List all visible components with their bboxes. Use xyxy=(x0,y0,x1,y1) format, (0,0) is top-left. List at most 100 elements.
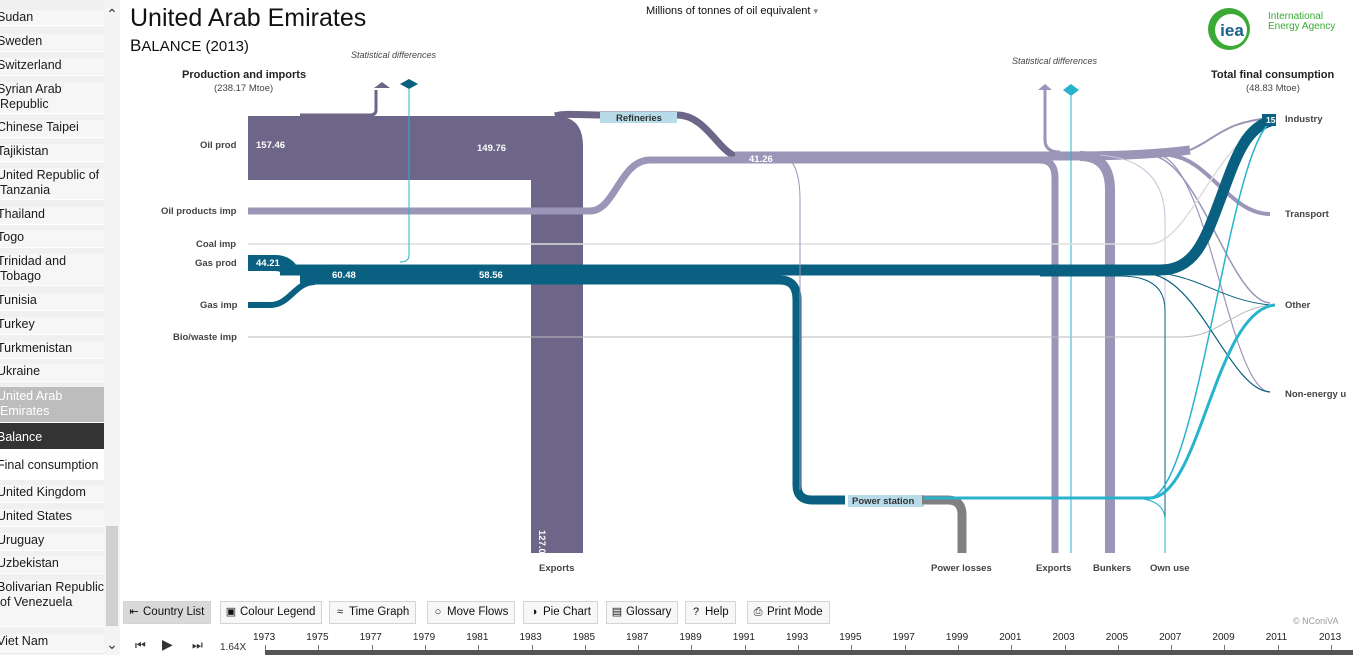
use-industry[interactable]: Industry xyxy=(1285,114,1323,125)
sidebar-item-us[interactable]: United States xyxy=(0,509,104,527)
timeline-year[interactable]: 1983 xyxy=(519,632,542,643)
play-icon[interactable]: ▶ xyxy=(162,636,173,652)
use-other[interactable]: Other xyxy=(1285,300,1311,311)
source-bio-waste-imp[interactable]: Bio/waste imp xyxy=(173,332,237,343)
sidebar-item-uruguay[interactable]: Uruguay xyxy=(0,533,104,551)
oil-products-flow[interactable] xyxy=(735,145,1191,161)
power-station-node[interactable] xyxy=(848,495,924,507)
sink-exports-right[interactable]: Exports xyxy=(1036,563,1072,574)
source-gas-prod[interactable]: Gas prod xyxy=(195,258,237,269)
timeline-year[interactable]: 1987 xyxy=(626,632,649,643)
playback-speed[interactable]: 1.64X xyxy=(220,642,247,653)
time-graph-button[interactable]: ≈Time Graph xyxy=(329,601,417,624)
sink-exports-left[interactable]: Exports xyxy=(539,563,575,574)
timeline-year[interactable]: 1997 xyxy=(892,632,915,643)
oil-to-refineries-flow[interactable] xyxy=(553,110,737,160)
gas-imp-flow[interactable] xyxy=(248,279,316,308)
timeline-year[interactable]: 1973 xyxy=(253,632,276,643)
oil-products-imp-flow[interactable] xyxy=(248,156,1050,215)
iea-name: International Energy Agency xyxy=(1268,12,1348,32)
source-oil-prod[interactable]: Oil prod xyxy=(200,140,237,151)
glossary-button[interactable]: ▤Glossary xyxy=(606,601,679,624)
oil-prod-flow[interactable] xyxy=(248,116,583,553)
node-refineries-label[interactable]: Refineries xyxy=(616,113,662,124)
refineries-node[interactable] xyxy=(600,112,677,123)
gas-industry-flow[interactable] xyxy=(280,114,1277,276)
source-gas-imp[interactable]: Gas imp xyxy=(200,300,238,311)
sidebar-item-tajikistan[interactable]: Tajikistan xyxy=(0,144,104,162)
stat-diff-right-oil-flow[interactable] xyxy=(1043,90,1061,154)
time-graph-label: Time Graph xyxy=(349,606,410,618)
timeline-year[interactable]: 2001 xyxy=(999,632,1022,643)
sidebar-scroll-thumb[interactable] xyxy=(106,526,118,626)
country-list-button[interactable]: ⇤Country List xyxy=(123,601,212,624)
sidebar-item-chinese-taipei[interactable]: Chinese Taipei xyxy=(0,120,104,138)
timeline-year[interactable]: 1989 xyxy=(679,632,702,643)
sidebar-item-syria[interactable]: Syrian Arab Republic xyxy=(0,82,104,114)
chevron-down-icon[interactable]: ⌄ xyxy=(106,636,118,652)
oil-products-exports-flow[interactable] xyxy=(1039,156,1059,553)
sink-own-use[interactable]: Own use xyxy=(1150,563,1190,574)
sidebar-item-tunisia[interactable]: Tunisia xyxy=(0,293,104,311)
use-transport[interactable]: Transport xyxy=(1285,209,1329,220)
sidebar-item-uae[interactable]: United Arab Emirates xyxy=(0,387,104,423)
industry-node[interactable] xyxy=(1262,114,1276,126)
timeline-year[interactable]: 1985 xyxy=(572,632,596,643)
sidebar-item-sweden[interactable]: Sweden xyxy=(0,34,104,52)
sidebar-item-viet-nam[interactable]: Viet Nam xyxy=(0,634,104,652)
chevron-down-icon: ▾ xyxy=(813,6,819,16)
timeline-year[interactable]: 2009 xyxy=(1212,632,1235,643)
glossary-label: Glossary xyxy=(626,606,672,618)
pie-chart-button[interactable]: ◑Pie Chart xyxy=(523,601,598,624)
chevron-up-icon[interactable]: ⌃ xyxy=(106,6,118,22)
timeline-year[interactable]: 1975 xyxy=(306,632,329,643)
units-dropdown[interactable]: Millions of tonnes of oil equivalent ▾ xyxy=(646,5,818,17)
sidebar-item-tanzania[interactable]: United Republic of Tanzania xyxy=(0,168,104,200)
bunkers-flow[interactable] xyxy=(1079,151,1115,553)
timeline-year[interactable]: 2005 xyxy=(1105,632,1129,643)
sidebar-item-venezuela[interactable]: Bolivarian Republic of Venezuela xyxy=(0,580,104,627)
skip-end-icon[interactable]: ⏭ xyxy=(192,638,203,652)
timeline-year[interactable]: 1993 xyxy=(786,632,809,643)
use-non-energy[interactable]: Non-energy u xyxy=(1285,389,1347,400)
sink-bunkers[interactable]: Bunkers xyxy=(1093,563,1132,574)
sidebar-item-switzerland[interactable]: Switzerland xyxy=(0,58,104,76)
print-mode-button[interactable]: ⎙Print Mode xyxy=(747,601,830,624)
sidebar-subitem-final-consumption[interactable]: Final consumption xyxy=(0,450,104,480)
timeline-year[interactable]: 1977 xyxy=(359,632,382,643)
timeline-year[interactable]: 1999 xyxy=(945,632,969,643)
node-power-station-label[interactable]: Power station xyxy=(852,496,915,507)
sink-power-losses[interactable]: Power losses xyxy=(931,563,992,574)
skip-start-icon[interactable]: ⏮ xyxy=(135,638,146,652)
timeline-slider[interactable] xyxy=(265,650,1353,655)
sidebar-item-sudan[interactable]: Sudan xyxy=(0,10,104,26)
timeline-year[interactable]: 1981 xyxy=(466,632,489,643)
timeline-year[interactable]: 2007 xyxy=(1159,632,1182,643)
timeline-tick xyxy=(638,645,640,650)
sidebar-item-turkmenistan[interactable]: Turkmenistan xyxy=(0,341,104,359)
move-flows-button[interactable]: ○Move Flows xyxy=(427,601,516,624)
colour-legend-button[interactable]: ▣Colour Legend xyxy=(220,601,323,624)
gas-power-flow[interactable] xyxy=(300,275,845,505)
sidebar-subitem-balance[interactable]: Balance xyxy=(0,423,104,450)
timeline-year[interactable]: 2013 xyxy=(1319,632,1342,643)
sidebar-item-uzbekistan[interactable]: Uzbekistan xyxy=(0,556,104,574)
timeline-year[interactable]: 1991 xyxy=(732,632,755,643)
timeline-year[interactable]: 1995 xyxy=(839,632,862,643)
source-oil-products-imp[interactable]: Oil products imp xyxy=(161,206,237,217)
sidebar-item-turkey[interactable]: Turkey xyxy=(0,317,104,335)
help-button[interactable]: ?Help xyxy=(685,601,736,624)
timeline-year[interactable]: 2003 xyxy=(1052,632,1075,643)
sidebar-scrollbar[interactable] xyxy=(104,0,120,655)
sidebar-item-ukraine[interactable]: Ukraine xyxy=(0,364,104,382)
power-losses-flow[interactable] xyxy=(922,495,967,553)
sidebar-item-uk[interactable]: United Kingdom xyxy=(0,485,104,503)
timeline-year[interactable]: 2011 xyxy=(1265,632,1288,643)
sidebar-item-togo[interactable]: Togo xyxy=(0,230,104,248)
sidebar-item-trinidad[interactable]: Trinidad and Tobago xyxy=(0,254,104,286)
elec-other-flow[interactable] xyxy=(924,303,1276,500)
source-coal-imp[interactable]: Coal imp xyxy=(196,239,237,250)
timeline-year[interactable]: 1979 xyxy=(412,632,436,643)
colour-legend-label: Colour Legend xyxy=(240,606,316,618)
sidebar-item-thailand[interactable]: Thailand xyxy=(0,207,104,225)
